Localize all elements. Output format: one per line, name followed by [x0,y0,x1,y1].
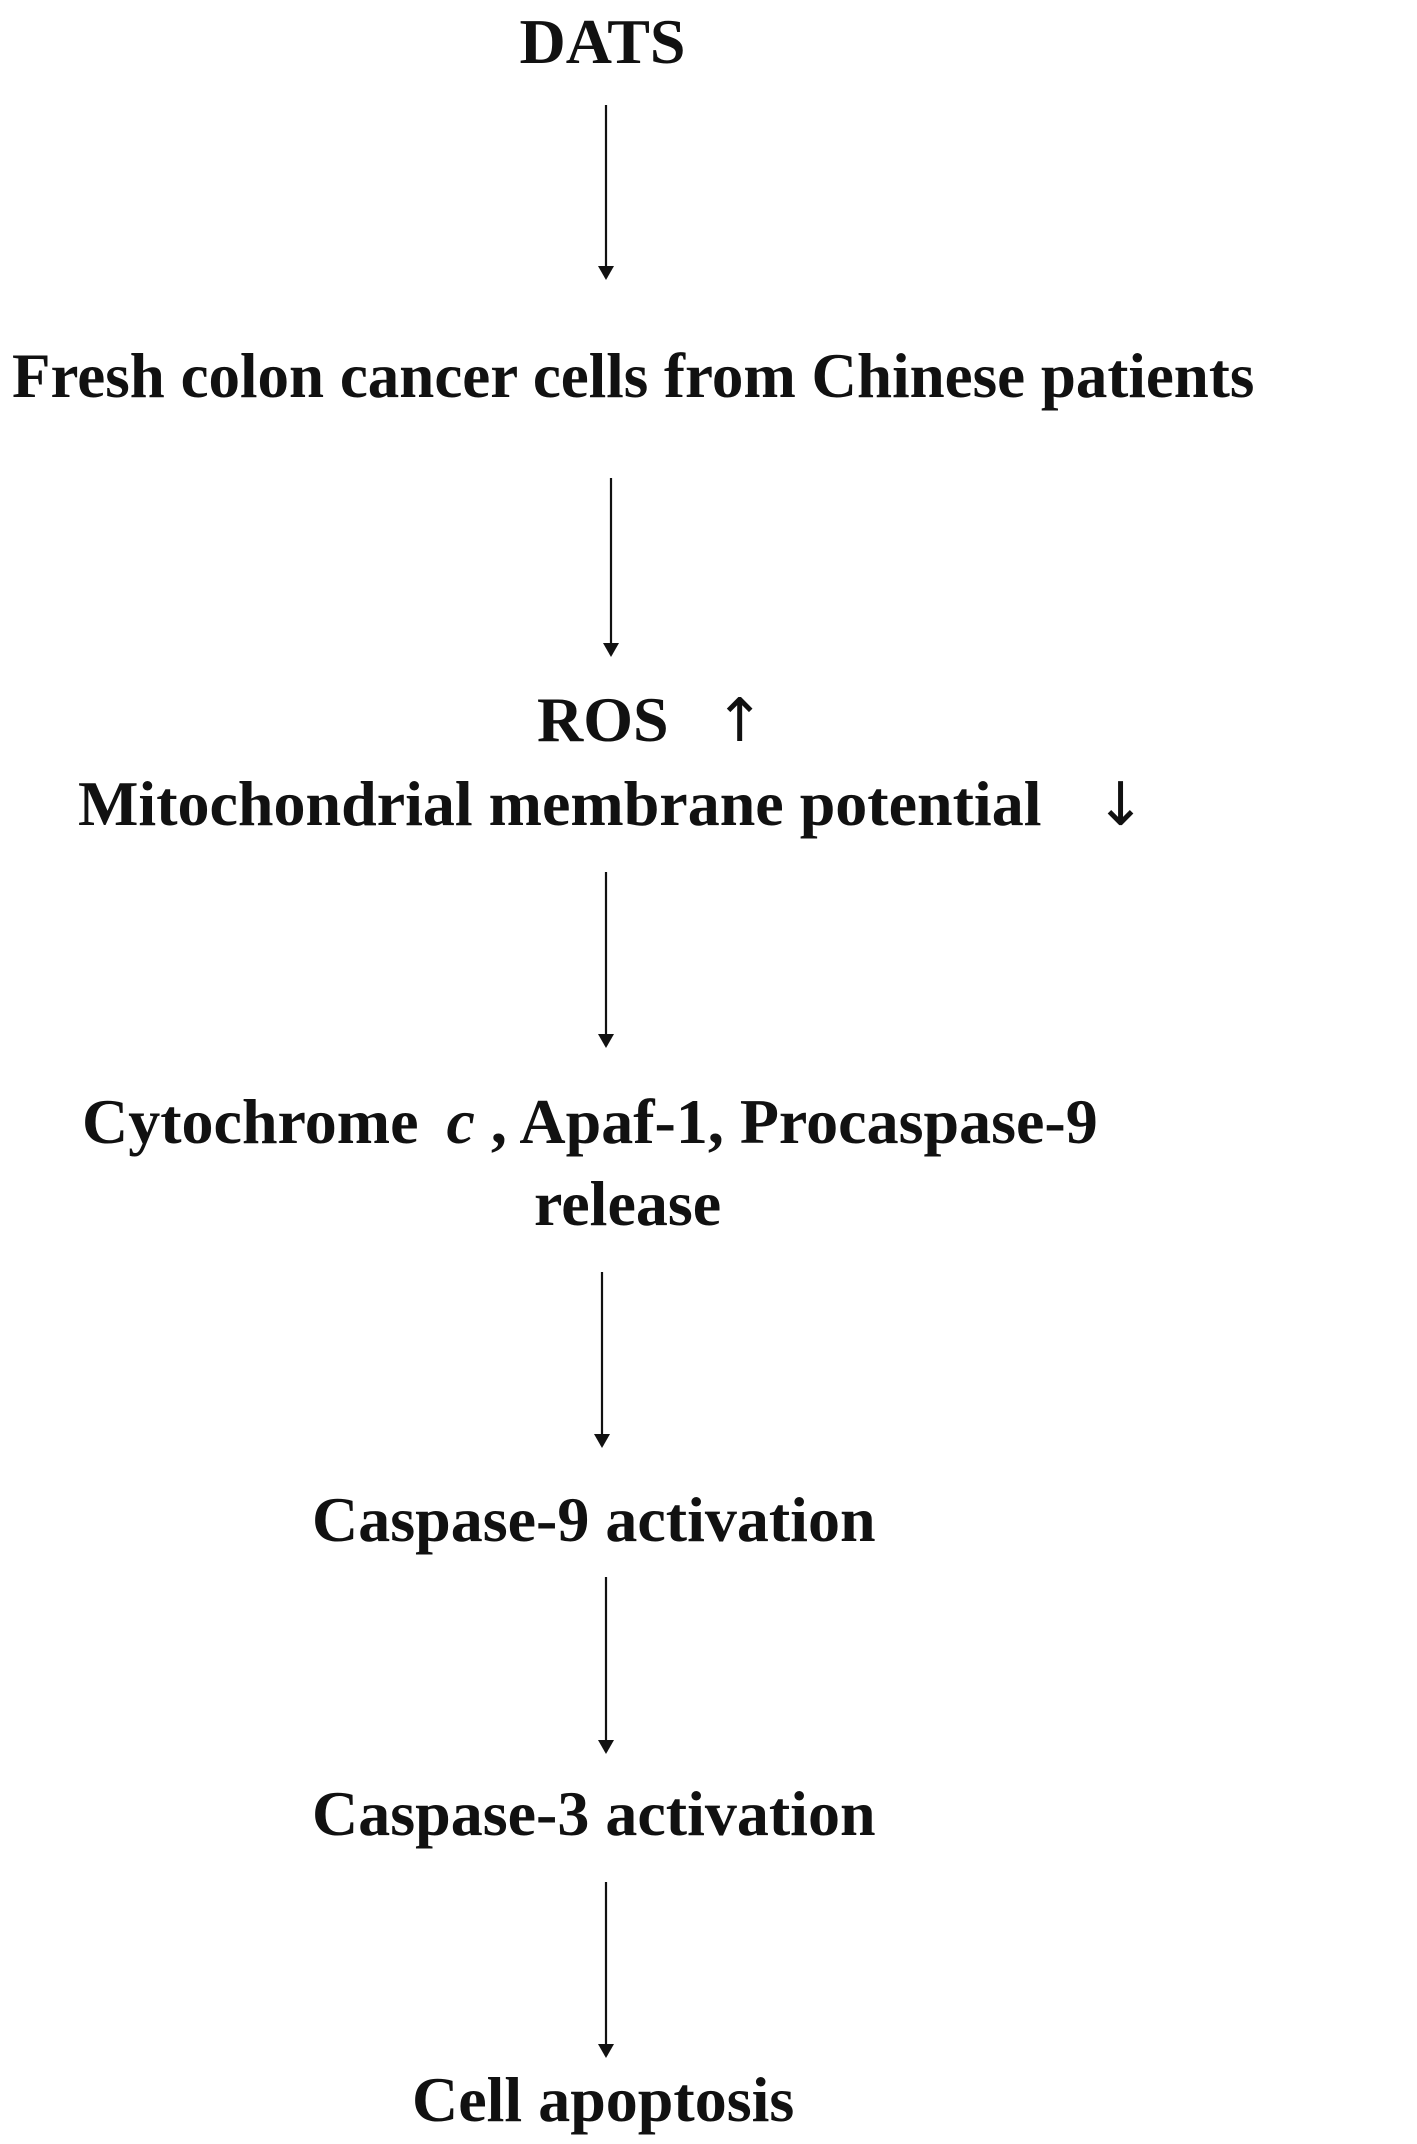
node-cytochrome-release-line2: release [534,1168,722,1239]
node-caspase9-activation: Caspase-9 activation [312,1484,876,1555]
node-caspase3-activation: Caspase-3 activation [312,1778,876,1849]
node-cell-apoptosis: Cell apoptosis [412,2064,795,2135]
node-cytochrome-release: Cytochrome c , Apaf-1, Procaspase-9 [82,1090,1098,1154]
ros-increase-arrow-icon: ↑ [714,686,765,756]
cytochrome-rest: , Apaf-1, Procaspase-9 [474,1086,1098,1157]
cytochrome-name: Cytochrome [82,1086,419,1157]
node-fresh-colon-cancer-cells: Fresh colon cancer cells from Chinese pa… [12,341,1255,411]
mmp-decrease-arrow-icon: ↓ [1095,770,1146,840]
node-dats: DATS [519,6,686,77]
node-ros: ROS [537,684,669,755]
node-mitochondrial-membrane-potential: Mitochondrial membrane potential [78,768,1042,839]
cytochrome-italic-c: c [446,1086,475,1157]
